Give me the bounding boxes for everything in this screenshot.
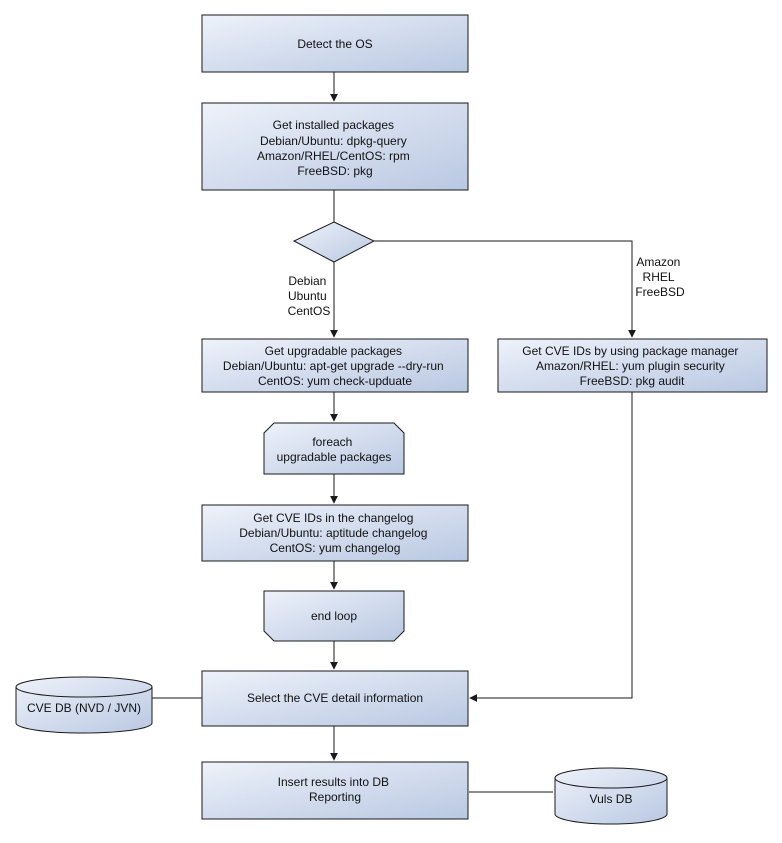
node-end-loop: end loop <box>263 590 405 642</box>
node-get-cve-changelog: Get CVE IDs in the changelog Debian/Ubun… <box>201 504 469 562</box>
edge-pkgmgr-to-select <box>469 392 633 702</box>
node-vuls-db-cylinder: Vuls DB <box>554 767 668 825</box>
node-get-upgradable-packages: Get upgradable packages Debian/Ubuntu: a… <box>201 338 469 393</box>
node-os-decision <box>292 221 376 263</box>
node-select-cve-text: Select the CVE detail information <box>247 691 423 705</box>
node-end-loop-text: end loop <box>311 609 357 623</box>
node-cve-db-text: CVE DB (NVD / JVN) <box>27 701 141 715</box>
node-get-cve-package-manager: Get CVE IDs by using package manager Ama… <box>497 338 768 393</box>
node-foreach-text: foreach upgradable packages <box>277 435 392 464</box>
node-get-installed-packages: Get installed packages Debian/Ubuntu: dp… <box>201 102 469 191</box>
edge-label-right: Amazon RHEL FreeBSD <box>635 255 685 299</box>
node-detect-os-text: Detect the OS <box>297 37 372 51</box>
node-select-cve-detail: Select the CVE detail information <box>201 670 469 727</box>
edge-decision-to-pkgmgr <box>374 240 636 338</box>
svg-text:Amazon RHEL FreeBS: Amazon RHEL FreeBSD <box>635 255 685 299</box>
node-get-cve-changelog-text: Get CVE IDs in the changelog Debian/Ubun… <box>239 511 431 555</box>
node-detect-os: Detect the OS <box>201 14 469 73</box>
node-insert-results-text: Insert results into DB Reporting <box>278 775 393 804</box>
connectors <box>152 72 636 793</box>
node-vuls-db-text: Vuls DB <box>590 792 633 806</box>
node-get-upgradable-text: Get upgradable packages Debian/Ubuntu: a… <box>223 344 447 388</box>
edge-label-left: Debian Ubuntu CentOS <box>288 274 331 318</box>
node-get-installed-text: Get installed packages Debian/Ubuntu: dp… <box>257 118 413 178</box>
svg-text:Debian Ubuntu Cent: Debian Ubuntu CentOS <box>288 274 331 318</box>
node-cve-db-cylinder: CVE DB (NVD / JVN) <box>15 676 153 734</box>
node-foreach-loop-start: foreach upgradable packages <box>263 422 405 475</box>
node-get-cve-pkgmgr-text: Get CVE IDs by using package manager Ama… <box>522 344 741 388</box>
node-insert-results: Insert results into DB Reporting <box>201 761 469 820</box>
